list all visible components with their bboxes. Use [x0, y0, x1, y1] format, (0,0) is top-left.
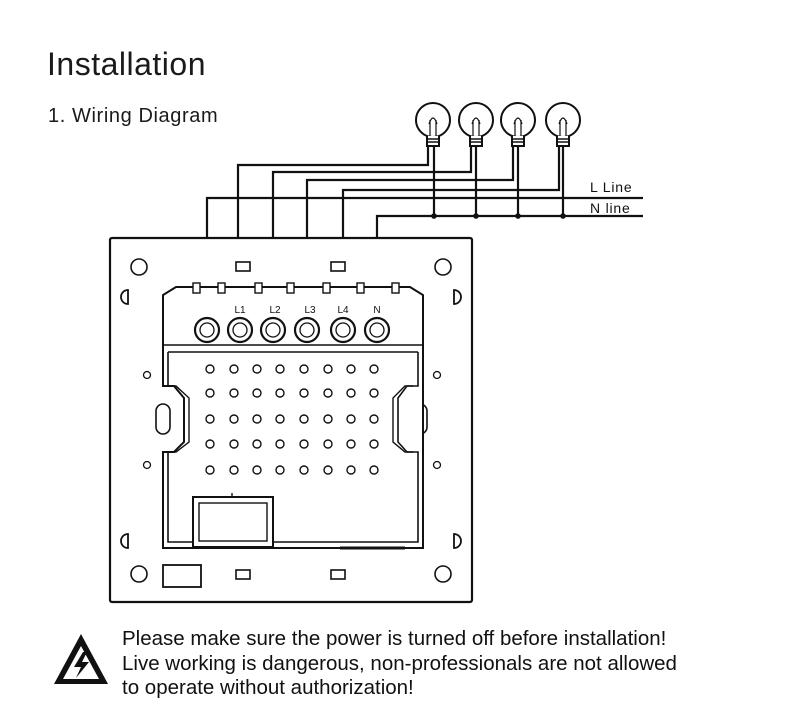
side-notch — [453, 533, 462, 549]
mounting-slot — [330, 569, 346, 580]
vent-hole — [275, 414, 285, 424]
mounting-hole-icon — [130, 565, 148, 583]
vent-hole — [346, 439, 356, 449]
mounting-hole-icon — [434, 565, 452, 583]
mounting-hole-icon — [130, 258, 148, 276]
vent-hole — [346, 414, 356, 424]
terminal-label-l2: L2 — [269, 305, 281, 316]
page-title: Installation — [47, 46, 206, 82]
lamp-4 — [545, 102, 581, 147]
vent-hole — [205, 388, 215, 398]
vent-hole — [229, 465, 239, 475]
warning-line-2: Live working is dangerous, non-professio… — [122, 651, 677, 675]
vent-hole — [346, 465, 356, 475]
safety-warning: Please make sure the power is turned off… — [122, 627, 677, 701]
warning-line-3: to operate without authorization! — [122, 676, 414, 699]
terminal-label-l4: L4 — [337, 305, 349, 316]
section-subtitle: 1. Wiring Diagram — [48, 105, 219, 127]
vent-hole — [252, 439, 262, 449]
vent-hole — [369, 364, 379, 374]
vent-hole — [205, 465, 215, 475]
terminal-screw-icon — [363, 316, 391, 344]
terminal-screw-icon — [293, 316, 321, 344]
vent-hole — [205, 364, 215, 374]
terminal-screw-icon — [329, 316, 357, 344]
vent-hole — [369, 465, 379, 475]
mounting-hole-icon — [434, 258, 452, 276]
vent-hole — [299, 439, 309, 449]
terminal-label-l1: L1 — [234, 305, 246, 316]
vent-hole — [275, 439, 285, 449]
vent-hole — [323, 439, 333, 449]
l1-switched-wire — [236, 146, 430, 268]
mounting-slot — [235, 261, 251, 272]
vent-hole — [275, 388, 285, 398]
side-notch — [120, 533, 129, 549]
side-notch — [120, 289, 129, 305]
vent-hole — [205, 439, 215, 449]
vent-hole — [229, 414, 239, 424]
side-notch — [453, 289, 462, 305]
vent-hole — [323, 465, 333, 475]
vent-hole — [205, 414, 215, 424]
mounting-slot — [330, 261, 346, 272]
terminal-tabs — [192, 282, 400, 294]
bulb-icon — [458, 102, 494, 147]
vent-hole — [229, 364, 239, 374]
vent-hole — [299, 388, 309, 398]
bulb-icon — [500, 102, 536, 147]
switch-backplate: L1 L2 L3 L4 N — [108, 236, 474, 604]
terminal-label-l3: L3 — [304, 305, 316, 316]
vent-hole — [252, 388, 262, 398]
lamp-1 — [415, 102, 451, 147]
bulb-icon — [545, 102, 581, 147]
lamp-3 — [500, 102, 536, 147]
vent-hole — [369, 388, 379, 398]
terminal-screw-icon — [259, 316, 287, 344]
terminal-screw-icon — [193, 316, 221, 344]
label-window — [162, 564, 202, 588]
bulb-icon — [415, 102, 451, 147]
vent-hole — [369, 414, 379, 424]
bottom-connector — [192, 493, 274, 548]
lamp-2 — [458, 102, 494, 147]
vent-hole — [252, 465, 262, 475]
terminal-screw-icon — [226, 316, 254, 344]
neutral-line-label: N line — [590, 200, 631, 216]
vent-hole — [346, 388, 356, 398]
ventilation-grid — [205, 364, 379, 475]
vent-hole — [275, 465, 285, 475]
vent-hole — [346, 364, 356, 374]
vent-hole — [299, 465, 309, 475]
vent-hole — [323, 414, 333, 424]
terminal-label-n: N — [373, 305, 380, 316]
mounting-slot — [235, 569, 251, 580]
vent-hole — [299, 414, 309, 424]
warning-shock-icon — [54, 634, 108, 684]
vent-hole — [252, 364, 262, 374]
vent-hole — [229, 388, 239, 398]
vent-hole — [299, 364, 309, 374]
vent-hole — [275, 364, 285, 374]
vent-hole — [323, 388, 333, 398]
live-line-label: L Line — [590, 179, 632, 195]
vent-hole — [252, 414, 262, 424]
vent-hole — [323, 364, 333, 374]
warning-line-1: Please make sure the power is turned off… — [122, 627, 667, 650]
vent-hole — [229, 439, 239, 449]
vent-hole — [369, 439, 379, 449]
